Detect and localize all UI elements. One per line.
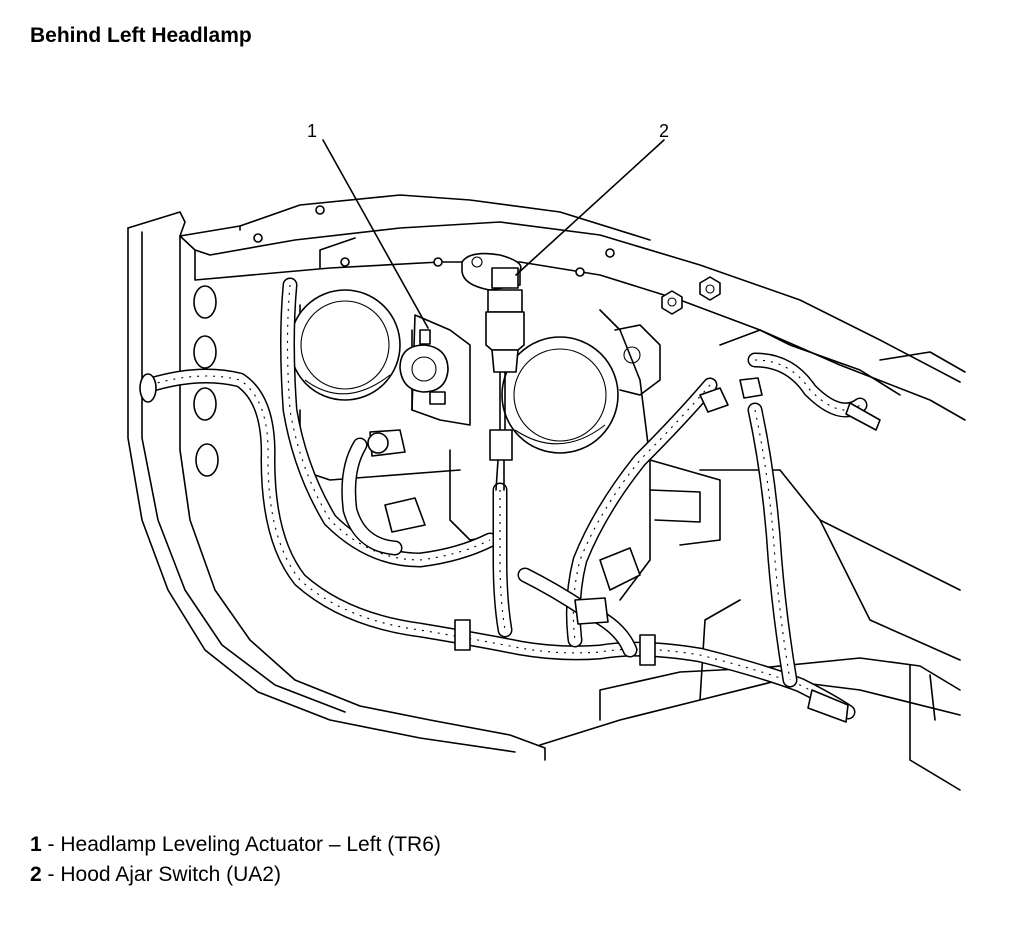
headlamp-housings [289, 289, 961, 661]
headlamp-leveling-actuator [399, 314, 471, 426]
callout-legend: 1 - Headlamp Leveling Actuator – Left (T… [30, 830, 441, 890]
wiring-harness [139, 277, 881, 723]
callout-leaders [322, 139, 665, 329]
lower-structure [539, 599, 961, 791]
legend-label: Hood Ajar Switch (UA2) [60, 863, 281, 886]
legend-separator: - [41, 863, 61, 886]
diagram-title: Behind Left Headlamp [30, 24, 252, 47]
legend-number: 2 [30, 863, 42, 886]
harness-connectors [367, 377, 763, 666]
legend-item: 1 - Headlamp Leveling Actuator – Left (T… [30, 830, 441, 860]
legend-label: Headlamp Leveling Actuator – Left (TR6) [60, 833, 441, 856]
upper-radiator-support [179, 194, 966, 421]
headlamp-area-illustration: 1 2 [127, 121, 966, 791]
legend-separator: - [41, 833, 61, 856]
callout-number-2: 2 [659, 121, 669, 141]
hood-ajar-switch [461, 252, 525, 491]
legend-item: 2 - Hood Ajar Switch (UA2) [30, 860, 441, 890]
callout-number-1: 1 [307, 121, 317, 141]
legend-number: 1 [30, 833, 42, 856]
